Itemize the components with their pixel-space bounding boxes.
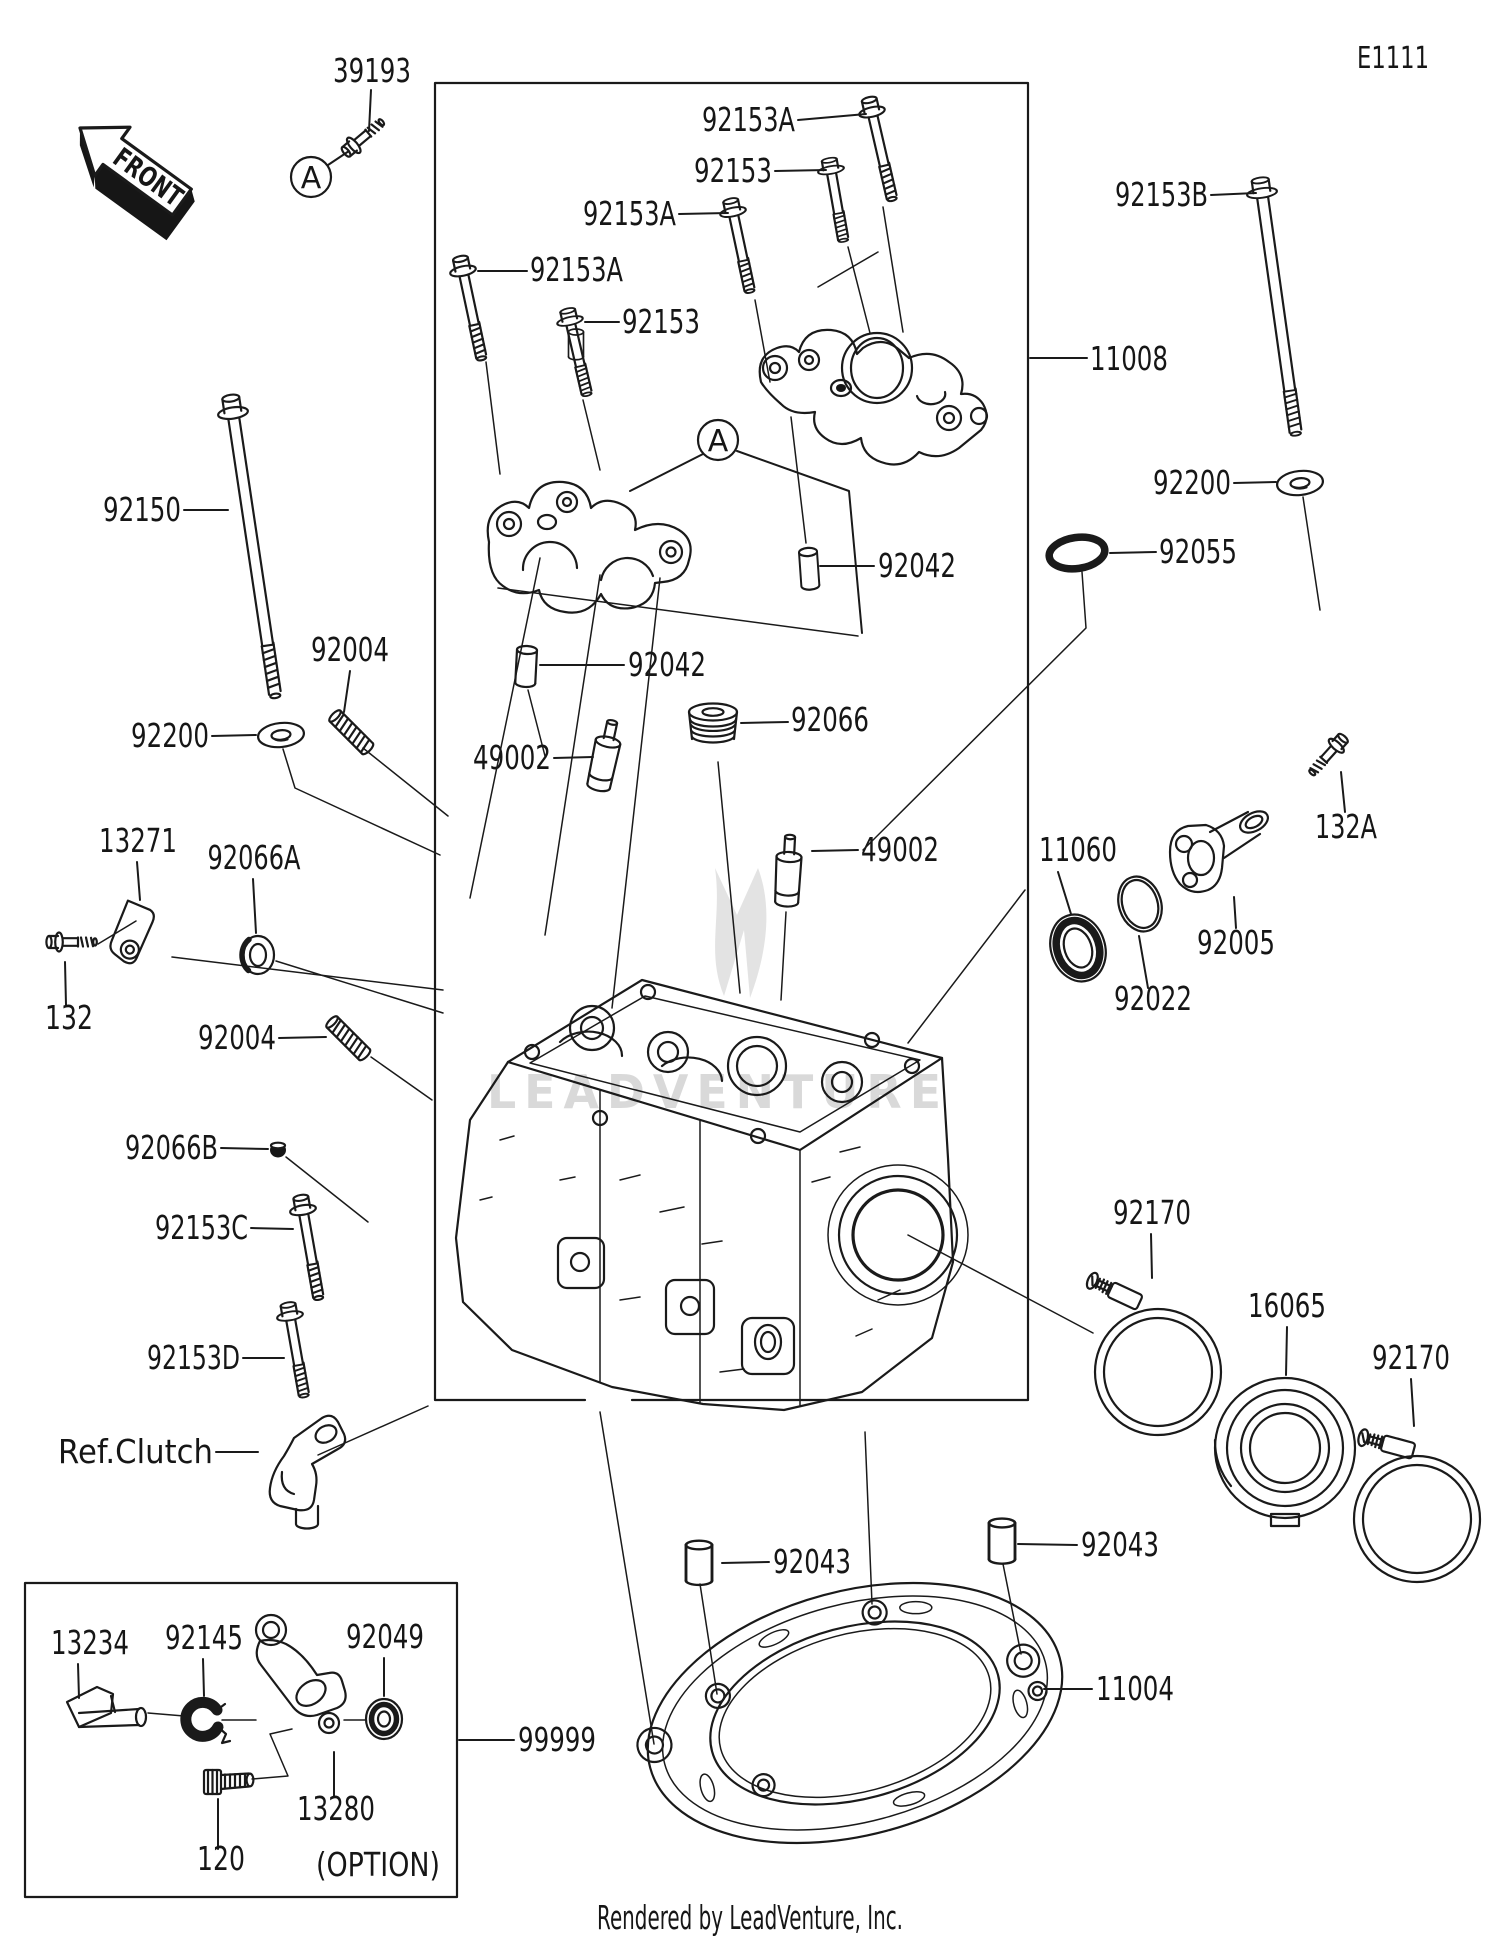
part-132a-bolt: 132A xyxy=(1302,728,1377,846)
part-label-92153a-1: 92153A xyxy=(702,100,795,139)
part-label-92042-left: 92042 xyxy=(628,645,706,684)
part-92043-pin-right: 92043 xyxy=(987,1517,1159,1655)
part-label-92055: 92055 xyxy=(1159,532,1237,571)
part-92022-oring: 92022 xyxy=(1114,875,1192,1018)
cylinder-head-casting xyxy=(454,978,969,1412)
part-label-92005: 92005 xyxy=(1197,923,1275,962)
part-label-49002-left: 49002 xyxy=(473,738,551,777)
part-label-92153c: 92153C xyxy=(155,1208,248,1247)
part-49002-guide-right: 49002 xyxy=(772,830,939,1001)
part-label-92043-right: 92043 xyxy=(1081,1525,1159,1564)
part-label-92153-1: 92153 xyxy=(694,151,772,190)
part-label-92066a: 92066A xyxy=(208,838,301,877)
part-label-13271: 13271 xyxy=(99,821,177,860)
part-92055-oring: 92055 xyxy=(862,532,1237,851)
part-13280-decomp-lever: 13280 xyxy=(254,1613,375,1828)
part-label-132a: 132A xyxy=(1315,807,1377,846)
part-132-bolt: 132 xyxy=(45,920,137,1037)
part-92153-bolt-1: 92153 xyxy=(694,151,858,246)
detail-a-marker-caps: A xyxy=(497,418,863,637)
part-label-11008: 11008 xyxy=(1090,339,1168,378)
part-11008-cylinder-head-assy-box: 11008 xyxy=(433,81,1168,1402)
part-label-92150: 92150 xyxy=(103,490,181,529)
part-92153d-bolt: 92153D xyxy=(147,1299,319,1401)
part-label-92066: 92066 xyxy=(791,700,869,739)
assembly-guide-lines xyxy=(469,206,1094,1745)
part-label-16065: 16065 xyxy=(1248,1286,1326,1325)
part-label-92200-left: 92200 xyxy=(131,716,209,755)
part-label-92153a-2: 92153A xyxy=(583,194,676,233)
part-label-92043-left: 92043 xyxy=(773,1542,851,1581)
part-92153a-bolt-2: 92153A xyxy=(583,194,764,297)
part-92153b-bolt: 92153B xyxy=(1115,174,1313,439)
part-92153-bolt-2: 92153 xyxy=(553,302,700,400)
part-label-92153d: 92153D xyxy=(147,1338,240,1377)
part-92042-dowel-right: 92042 xyxy=(790,416,956,592)
detail-a-letter-caps: A xyxy=(708,424,729,459)
leadventure-watermark: LEADVENTURE xyxy=(487,868,941,1119)
part-92042-dowel-left: 92042 xyxy=(513,644,706,757)
part-92066-plug: 92066 xyxy=(687,700,869,994)
part-92150-bolt: 92150 xyxy=(103,391,292,702)
part-92066a-plug-cap: 92066A xyxy=(208,838,444,1014)
part-120-bolt: 120 xyxy=(197,1768,255,1878)
part-label-11060: 11060 xyxy=(1039,830,1117,869)
part-label-92153-2: 92153 xyxy=(622,302,700,341)
part-label-13280: 13280 xyxy=(297,1789,375,1828)
part-label-92049: 92049 xyxy=(346,1617,424,1656)
part-label-99999: 99999 xyxy=(518,1720,596,1759)
part-label-39193: 39193 xyxy=(333,51,411,90)
part-label-92153b: 92153B xyxy=(1115,175,1208,214)
part-39193-bolt: 39193 xyxy=(333,51,411,162)
part-92004-stud-2: 92004 xyxy=(198,1013,433,1101)
part-13234-decomp-shaft: 13234 xyxy=(51,1623,148,1729)
front-direction-arrow: FRONT xyxy=(78,125,195,241)
part-16065-throttle-holder: 16065 xyxy=(1213,1286,1357,1528)
part-13271-lever: 13271 xyxy=(99,821,444,991)
part-92066b-plug: 92066B xyxy=(125,1128,369,1223)
diagram-code: E1111 xyxy=(1357,41,1429,76)
part-label-92042-right: 92042 xyxy=(878,546,956,585)
part-92170-clamp-2: 92170 xyxy=(1352,1338,1482,1584)
part-92005-water-fitting: 92005 xyxy=(1168,810,1275,962)
part-49002-guide-left: 49002 xyxy=(473,716,626,795)
part-label-92170-2: 92170 xyxy=(1372,1338,1450,1377)
camshaft-cap-right xyxy=(758,328,989,466)
footer-credit: Rendered by LeadVenture, Inc. xyxy=(597,1898,903,1937)
part-92004-stud-1: 92004 xyxy=(311,630,449,817)
detail-a-letter-top: A xyxy=(301,161,322,196)
part-92145-spring: 92145 xyxy=(165,1618,243,1745)
detail-a-marker-top: A xyxy=(289,150,350,199)
part-92200-washer-right: 92200 xyxy=(1153,463,1326,611)
part-label-92066b: 92066B xyxy=(125,1128,218,1167)
part-label-49002-right: 49002 xyxy=(861,830,939,869)
part-92200-washer-left: 92200 xyxy=(131,716,441,856)
part-label-92170-1: 92170 xyxy=(1113,1193,1191,1232)
option-note: (OPTION) xyxy=(316,1845,440,1884)
part-92170-clamp-1: 92170 xyxy=(1083,1193,1223,1437)
ref-clutch-bracket: Ref.Clutch xyxy=(58,1405,429,1530)
part-92043-pin-left: 92043 xyxy=(684,1539,851,1695)
part-label-120: 120 xyxy=(197,1839,245,1878)
part-label-92153a-3: 92153A xyxy=(530,250,623,289)
part-99999-option-kit: 99999 xyxy=(458,1720,596,1759)
ref-clutch-label: Ref.Clutch xyxy=(58,1432,213,1471)
part-92153a-bolt-1: 92153A xyxy=(702,93,907,205)
part-11060-seal: 11060 xyxy=(907,830,1117,1044)
part-92049-oil-seal: 92049 xyxy=(346,1617,424,1741)
part-11004-head-gasket: 11004 xyxy=(636,1581,1174,1845)
part-label-11004: 11004 xyxy=(1096,1669,1174,1708)
part-label-92145: 92145 xyxy=(165,1618,243,1657)
part-label-132: 132 xyxy=(45,998,93,1037)
part-label-13234: 13234 xyxy=(51,1623,129,1662)
part-label-92004-2: 92004 xyxy=(198,1018,276,1057)
part-label-92004-1: 92004 xyxy=(311,630,389,669)
part-label-92022: 92022 xyxy=(1114,979,1192,1018)
option-box: 13234 92145 13280 xyxy=(23,1581,459,1899)
part-92153c-bolt: 92153C xyxy=(155,1191,333,1304)
part-92153a-bolt-3: 92153A xyxy=(446,250,623,365)
camshaft-cap-left xyxy=(486,480,692,614)
part-label-92200-right: 92200 xyxy=(1153,463,1231,502)
